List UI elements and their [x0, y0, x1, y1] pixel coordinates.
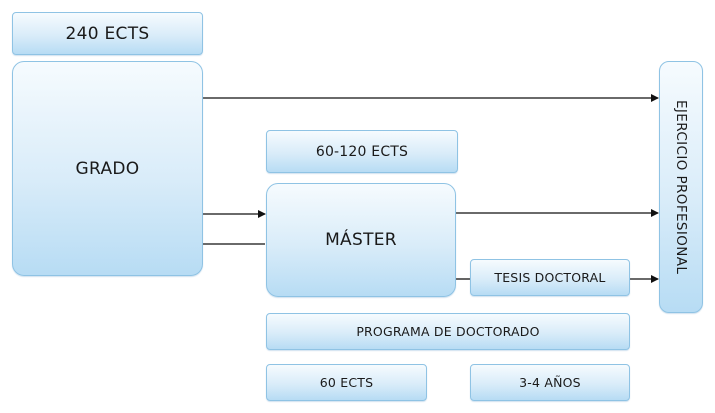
master-credits-label: 60-120 ECTS: [315, 143, 409, 160]
tesis-doctoral-label: TESIS DOCTORAL: [494, 270, 606, 285]
grado-credits-label: 240 ECTS: [65, 23, 150, 44]
doctorado-years-box: 3-4 AÑOS: [470, 364, 630, 401]
ejercicio-profesional-box: EJERCICIO PROFESIONAL: [659, 61, 703, 313]
grado-box: GRADO: [12, 61, 203, 276]
programa-doctorado-box: PROGRAMA DE DOCTORADO: [266, 313, 630, 350]
grado-credits-box: 240 ECTS: [12, 12, 203, 55]
doctorado-years-label: 3-4 AÑOS: [519, 375, 581, 390]
doctorado-credits-label: 60 ECTS: [319, 375, 374, 390]
grado-label: GRADO: [75, 158, 140, 179]
programa-doctorado-label: PROGRAMA DE DOCTORADO: [356, 324, 540, 339]
tesis-doctoral-box: TESIS DOCTORAL: [470, 259, 630, 296]
ejercicio-profesional-label: EJERCICIO PROFESIONAL: [673, 99, 689, 275]
master-box: MÁSTER: [266, 183, 456, 297]
master-label: MÁSTER: [325, 230, 397, 250]
master-credits-box: 60-120 ECTS: [266, 130, 458, 173]
doctorado-credits-box: 60 ECTS: [266, 364, 427, 401]
